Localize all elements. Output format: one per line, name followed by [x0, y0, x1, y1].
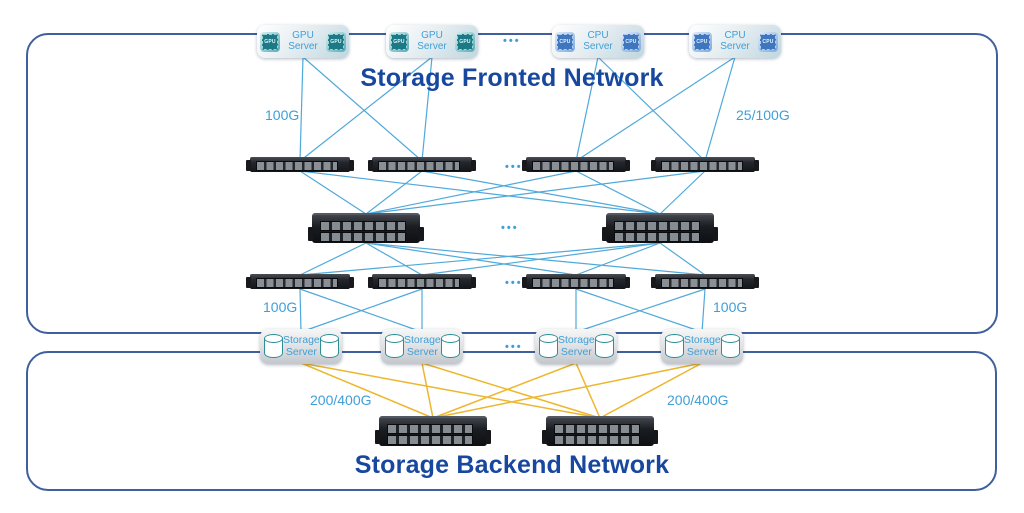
leaf-switch-icon: [246, 157, 354, 172]
fronted-network-box: [26, 33, 998, 334]
switch-ports: [532, 161, 614, 171]
leaf-row2-ellipsis: •••: [505, 277, 523, 289]
backend-switch-icon: [375, 416, 491, 446]
switch-ports: [554, 424, 640, 434]
gpu-chip-icon: GPU: [389, 31, 409, 52]
switch-ports: [378, 161, 460, 171]
storage-cylinder-icon: [594, 334, 614, 359]
spine-switch-icon: [602, 213, 718, 243]
switch-ports: [387, 435, 473, 445]
speed-label-backend-left: 200/400G: [310, 392, 372, 408]
leaf-row1-ellipsis: •••: [505, 161, 523, 173]
storage-cylinder-icon: [440, 334, 460, 359]
switch-ports: [554, 435, 640, 445]
fronted-network-title: Storage Fronted Network: [360, 64, 664, 92]
leaf-switch-icon: [368, 274, 476, 289]
leaf-switch-icon: [522, 157, 630, 172]
switch-ports: [387, 424, 473, 434]
gpu-chip-icon: GPU: [455, 31, 475, 52]
switch-ports: [661, 161, 743, 171]
speed-label-server-left: 100G: [265, 107, 300, 123]
leaf-switch-icon: [368, 157, 476, 172]
leaf-switch-icon: [522, 274, 630, 289]
leaf-switch-icon: [651, 274, 759, 289]
leaf-switch-icon: [651, 157, 759, 172]
gpu-chip-icon: GPU: [326, 31, 346, 52]
backend-network-title: Storage Backend Network: [354, 451, 670, 479]
speed-label-leaf-right: 100G: [713, 299, 748, 315]
backend-network-box: [26, 351, 997, 491]
storage-cylinder-icon: [539, 334, 558, 359]
server-row-ellipsis: •••: [503, 35, 521, 47]
cpu-chip-icon: CPU: [555, 31, 575, 52]
switch-ports: [320, 221, 406, 231]
storage-row-ellipsis: •••: [505, 341, 523, 353]
speed-label-backend-right: 200/400G: [667, 392, 729, 408]
storage-cylinder-icon: [264, 334, 283, 359]
switch-ports: [661, 278, 743, 288]
backend-switch-icon: [542, 416, 658, 446]
leaf-switch-icon: [246, 274, 354, 289]
cpu-chip-icon: CPU: [758, 31, 778, 52]
spine-row-ellipsis: •••: [501, 222, 519, 234]
storage-cylinder-icon: [385, 334, 404, 359]
cpu-chip-icon: CPU: [621, 31, 641, 52]
speed-label-leaf-left: 100G: [263, 299, 298, 315]
switch-ports: [256, 161, 338, 171]
storage-cylinder-icon: [319, 334, 339, 359]
switch-ports: [614, 221, 700, 231]
spine-switch-icon: [308, 213, 424, 243]
switch-ports: [256, 278, 338, 288]
switch-ports: [614, 232, 700, 242]
gpu-chip-icon: GPU: [260, 31, 280, 52]
storage-cylinder-icon: [665, 334, 684, 359]
storage-cylinder-icon: [720, 334, 740, 359]
cpu-chip-icon: CPU: [692, 31, 712, 52]
switch-ports: [320, 232, 406, 242]
speed-label-server-right: 25/100G: [736, 107, 790, 123]
switch-ports: [378, 278, 460, 288]
switch-ports: [532, 278, 614, 288]
